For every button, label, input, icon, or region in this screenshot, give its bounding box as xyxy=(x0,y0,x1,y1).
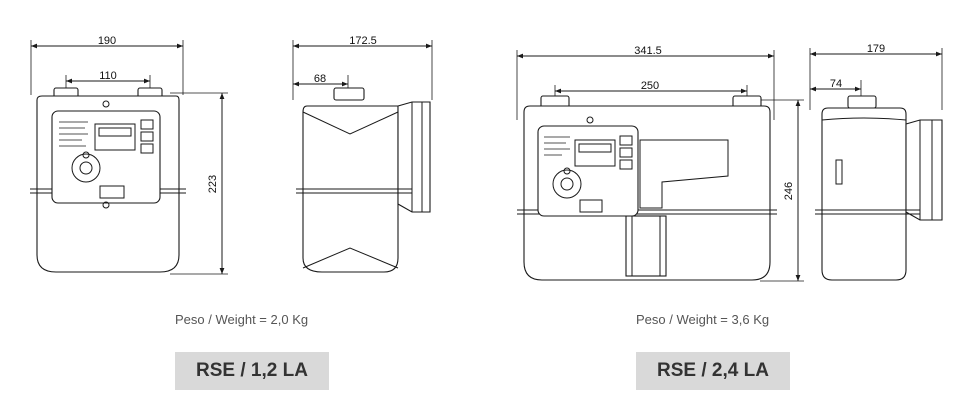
dim-label-offset: 74 xyxy=(830,78,842,90)
dim-label-width: 190 xyxy=(98,35,116,47)
dim-label-height: 246 xyxy=(783,182,795,200)
meter-2-front-view xyxy=(516,50,804,282)
dim-label-connection-spacing: 250 xyxy=(641,80,659,92)
dim-label-width: 341.5 xyxy=(634,45,662,57)
model-badge-1: RSE / 1,2 LA xyxy=(175,352,329,390)
meter-1-side-view xyxy=(292,40,433,273)
dim-label-depth: 172.5 xyxy=(349,35,377,47)
dim-label-depth: 179 xyxy=(867,43,885,55)
meter-2-side-view xyxy=(809,48,943,281)
model-badge-2: RSE / 2,4 LA xyxy=(636,352,790,390)
weight-label-model-1: Peso / Weight = 2,0 Kg xyxy=(175,312,309,327)
dim-label-connection-spacing: 110 xyxy=(99,70,117,82)
dim-label-height: 223 xyxy=(207,175,219,193)
weight-label-model-2: Peso / Weight = 3,6 Kg xyxy=(636,312,770,327)
meter-1-front-view xyxy=(30,40,228,275)
dim-label-offset: 68 xyxy=(314,73,326,85)
